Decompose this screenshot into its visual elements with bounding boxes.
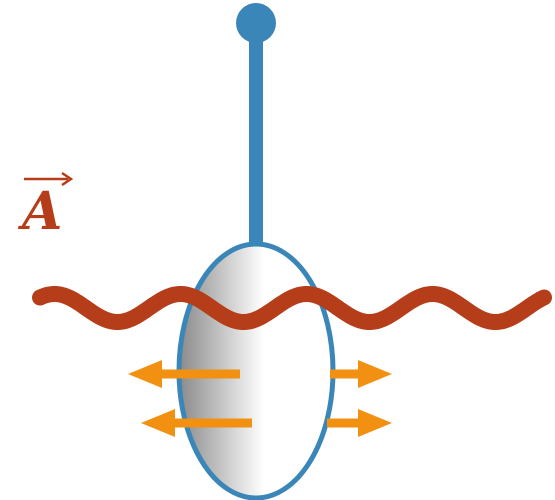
antenna-rod: [249, 28, 263, 250]
arrow-right-bottom: [327, 409, 392, 437]
arrow-right-top: [330, 360, 392, 388]
vector-letter: A: [22, 186, 62, 238]
vector-a-label: A: [22, 170, 76, 250]
antenna-ball: [236, 3, 276, 43]
